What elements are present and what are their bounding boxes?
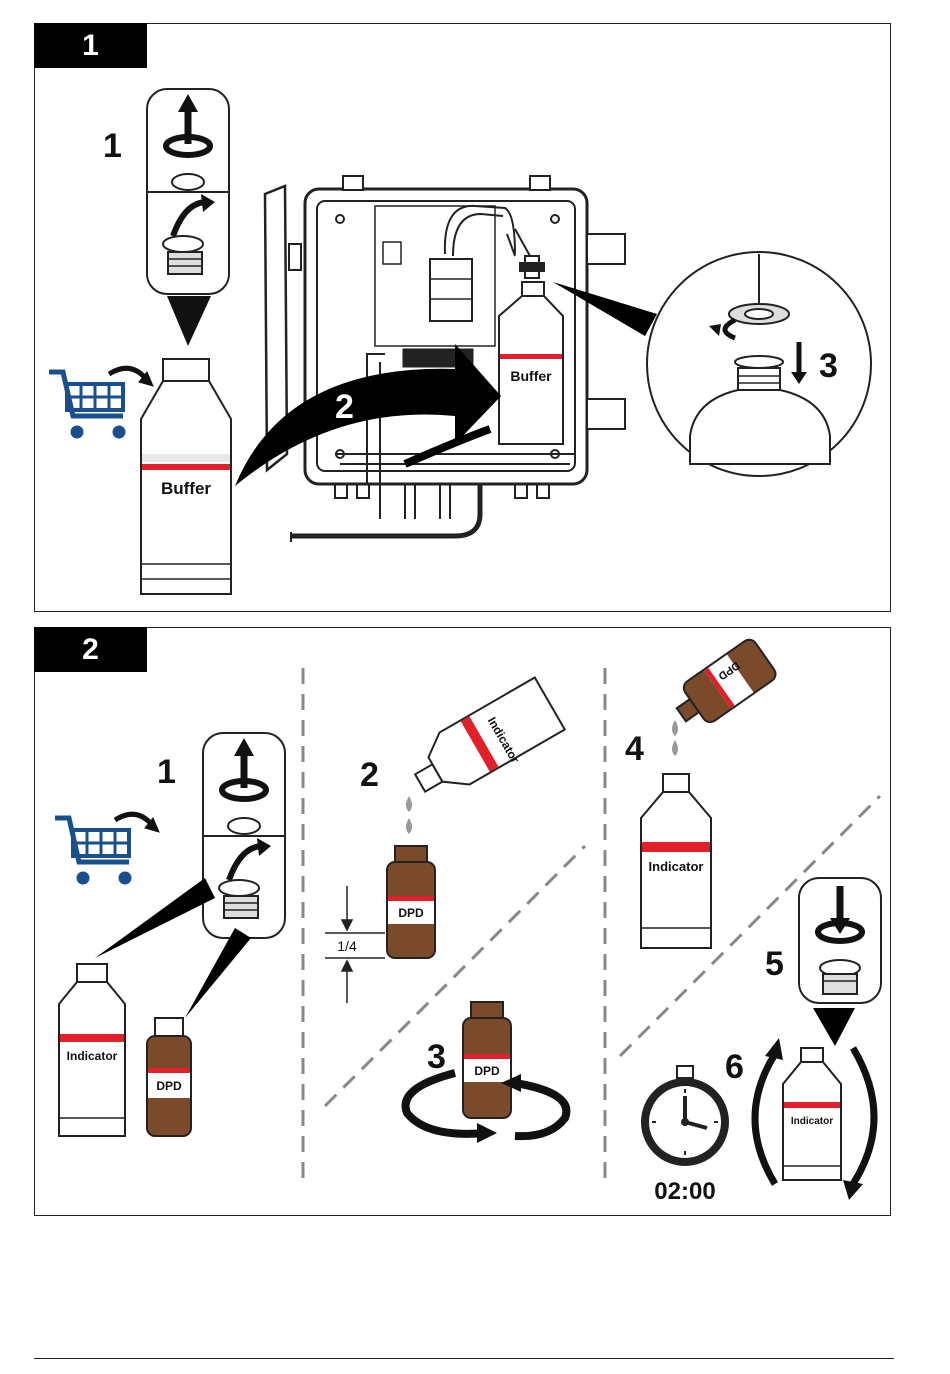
p2-timer-text: 02:00 — [654, 1178, 715, 1205]
p2-indicator-label-4: Indicator — [791, 1116, 833, 1127]
panel-1-illustration: 1 — [35, 24, 892, 613]
panel-2-illustration: 1 — [35, 628, 892, 1217]
p2-drop-1-shape — [406, 796, 412, 812]
p2-drop-2-shape — [406, 818, 412, 834]
p1-step-2-number: 2 — [335, 388, 354, 426]
p2-indicator-label-3: Indicator — [649, 859, 704, 874]
p1-buffer-bottle — [141, 359, 231, 594]
p2-dpd-bottle-1 — [147, 1018, 191, 1136]
p2-indicator-bottle-3 — [783, 1048, 841, 1180]
p2-step-1-number: 1 — [157, 753, 176, 791]
p2-fill-fraction: 1/4 — [337, 938, 357, 954]
p2-dpd-label-1: DPD — [156, 1079, 182, 1093]
p2-drop-4-shape — [672, 740, 678, 756]
p2-drop-3-shape — [672, 720, 678, 736]
p2-step-2-number: 2 — [360, 756, 379, 794]
p2-step-6-number: 6 — [725, 1048, 744, 1086]
p1-shopping-cart-icon — [49, 368, 153, 438]
p1-pointer-shape — [167, 296, 211, 346]
p2-shopping-cart-icon — [55, 814, 159, 884]
p1-analyzer-enclosure — [265, 176, 625, 542]
p1-step-3-number: 3 — [819, 347, 838, 385]
p2-step-3-number: 3 — [427, 1038, 446, 1076]
panel-1: 1 1 — [34, 23, 891, 612]
p2-indicator-bottle-pouring — [403, 678, 565, 806]
p2-dpd-label-2: DPD — [398, 906, 424, 920]
p2-cap-replace-inset — [799, 878, 881, 1003]
panel-2: 2 1 — [34, 627, 891, 1216]
p1-installed-bottle-label: Buffer — [510, 368, 552, 384]
stopwatch-icon — [641, 1066, 729, 1166]
footer-rule — [34, 1358, 894, 1359]
p2-step-5-number: 5 — [765, 945, 784, 983]
p2-pointer-2-shape — [185, 928, 251, 1018]
p1-step-1-number: 1 — [103, 127, 122, 165]
p2-dpd-bottle-3 — [463, 1002, 511, 1118]
p2-pointer-3-shape — [813, 1008, 855, 1046]
p2-dpd-label-3: DPD — [474, 1064, 500, 1078]
p2-indicator-label-1: Indicator — [67, 1049, 118, 1063]
p1-cap-removal-inset — [147, 89, 229, 294]
p1-bottle-label: Buffer — [161, 479, 211, 498]
p2-step-4-number: 4 — [625, 730, 644, 768]
p2-dpd-bottle-pouring — [668, 637, 779, 735]
p2-separator-diag-1 — [325, 846, 585, 1106]
p2-pointer-1-shape — [95, 878, 215, 958]
p2-cap-removal-inset — [203, 733, 285, 938]
p2-dpd-bottle-2 — [387, 846, 435, 958]
